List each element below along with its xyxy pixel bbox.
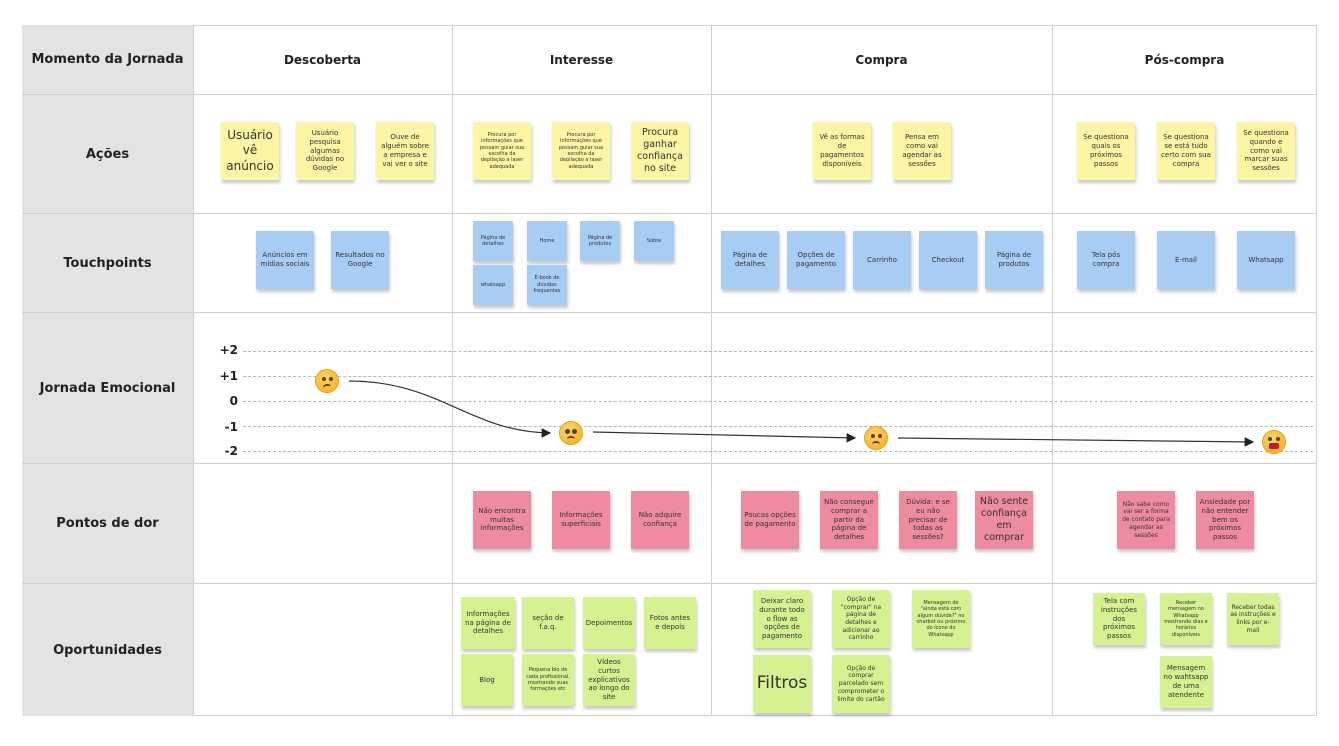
action-note: Ouve de alguém sobre a empresa e vai ver… [376,122,434,180]
action-note: Usuário vê anúncio [221,122,279,180]
opportunity-note: Tela com instruções dos próximos passos [1093,593,1145,645]
grid-line [22,94,1317,95]
worried-face-icon [560,422,582,444]
phase-header-pos-compra: Pós-compra [1144,52,1225,67]
row-label-touchpoints: Touchpoints [22,214,193,313]
opportunity-note: Vídeos curtos explicativos ao longo do s… [583,654,635,706]
grid-line [452,25,453,716]
pain-point-note: Não encontra muitas informações [473,491,531,549]
frowning-face-icon [865,427,887,449]
grid-line [22,312,1317,313]
pain-point-note: Informações superficiais [552,491,610,549]
action-note: Procura por informações que possam guiar… [552,122,610,180]
scale-label: -2 [224,444,238,458]
touchpoint-note: E-book de dúvidas frequentes [527,265,567,305]
pain-point-note: Dúvida: e se eu não precisar de todas as… [899,491,957,549]
scale-line [243,376,1313,377]
emotion-arrow [897,437,1255,447]
touchpoint-note: Opções de pagamento [787,231,845,289]
pain-point-note: Poucas opções de pagamento [741,491,799,549]
grid-line [193,25,194,716]
pain-point-note: Não adquire confiança [631,491,689,549]
scale-label: +2 [219,343,238,357]
scale-label: -1 [224,420,238,434]
action-note: Se questiona quando e como vai marcar su… [1237,122,1295,180]
action-note: Procura por informações que possam guiar… [473,122,531,180]
anguished-face-icon [1263,431,1285,453]
grid-line [22,583,1317,584]
touchpoint-note: Carrinho [853,231,911,289]
action-note: Usuário pesquisa algumas dúvidas no Goog… [296,122,354,180]
row-label-acoes: Ações [22,95,193,214]
emotion-arrow [592,431,857,443]
touchpoint-note: Página de detalhes [473,221,513,261]
opportunity-note: Receber todas as instruções e links por … [1227,593,1279,645]
opportunity-note: Fotos antes e depois [644,597,696,649]
touchpoint-note: Página de produtos [580,221,620,261]
opportunity-note: Pequena bio de cada profissional, mostra… [522,654,574,706]
row-label-pontos-de-dor: Pontos de dor [22,464,193,584]
touchpoint-note: Whatsapp [1237,231,1295,289]
touchpoint-note: Tela pós compra [1077,231,1135,289]
scale-line [243,401,1313,402]
phase-header-descoberta: Descoberta [283,52,362,67]
row-label-oportunidades: Oportunidades [22,584,193,716]
opportunity-note: Opção de comprar parcelado sem compromet… [832,655,890,713]
action-note: Procura ganhar confiança no site [631,122,689,180]
row-label-momento: Momento da Jornada [22,25,193,95]
scale-label: +1 [219,369,238,383]
touchpoint-note: E-mail [1157,231,1215,289]
touchpoint-note: Checkout [919,231,977,289]
opportunity-note: Blog [461,654,513,706]
grid-line [22,463,1317,464]
touchpoint-note: Sobre [634,221,674,261]
action-note: Pensa em como vai agendar as sessões [893,122,951,180]
opportunity-note: Mensagem no wahtsapp de uma atendente [1160,656,1212,708]
opportunity-note: Depoimentos [583,597,635,649]
action-note: Se questiona quais os próximos passos [1077,122,1135,180]
scale-line [243,451,1313,452]
pain-point-note: Não consegue comprar a partir da página … [820,491,878,549]
pain-point-note: Não sabe como vai ser a forma de contato… [1117,491,1175,549]
phase-header-compra: Compra [855,52,908,67]
thinking-face-icon [316,370,338,392]
grid-line [1052,25,1053,716]
opportunity-note: Deixar claro durante todo o flow as opçõ… [753,590,811,648]
row-label-jornada-emocional: Jornada Emocional [22,313,193,464]
touchpoint-note: Anúncios em mídias sociais [256,231,314,289]
opportunity-note: Filtros [753,655,811,713]
action-note: Se questiona se está tudo certo com sua … [1157,122,1215,180]
grid-line [22,213,1317,214]
opportunity-note: Informações na página de detalhes [461,597,515,649]
pain-point-note: Ansiedade por não entender bem os próxim… [1196,491,1254,549]
touchpoint-note: Página de produtos [985,231,1043,289]
pain-point-note: Não sente confiança em comprar [975,491,1033,549]
touchpoint-note: Resultados no Google [331,231,389,289]
touchpoint-note: Página de detalhes [721,231,779,289]
scale-line [243,351,1313,352]
opportunity-note: seção de f.a.q. [522,597,574,649]
touchpoint-note: Home [527,221,567,261]
opportunity-note: Opção de "comprar" na página de detalhes… [832,590,890,648]
emotion-arrow [348,380,552,438]
action-note: Vê as formas de pagamentos disponíveis [813,122,871,180]
scale-line [243,426,1313,427]
grid-line [711,25,712,716]
scale-label: 0 [229,394,238,408]
touchpoint-note: whatsapp [473,265,513,305]
phase-header-interesse: Interesse [549,52,614,67]
opportunity-note: Receber mensagem no Whatsapp mostrando d… [1160,593,1212,645]
opportunity-note: Mensagem de "ainda está com algum dúvida… [912,590,970,648]
